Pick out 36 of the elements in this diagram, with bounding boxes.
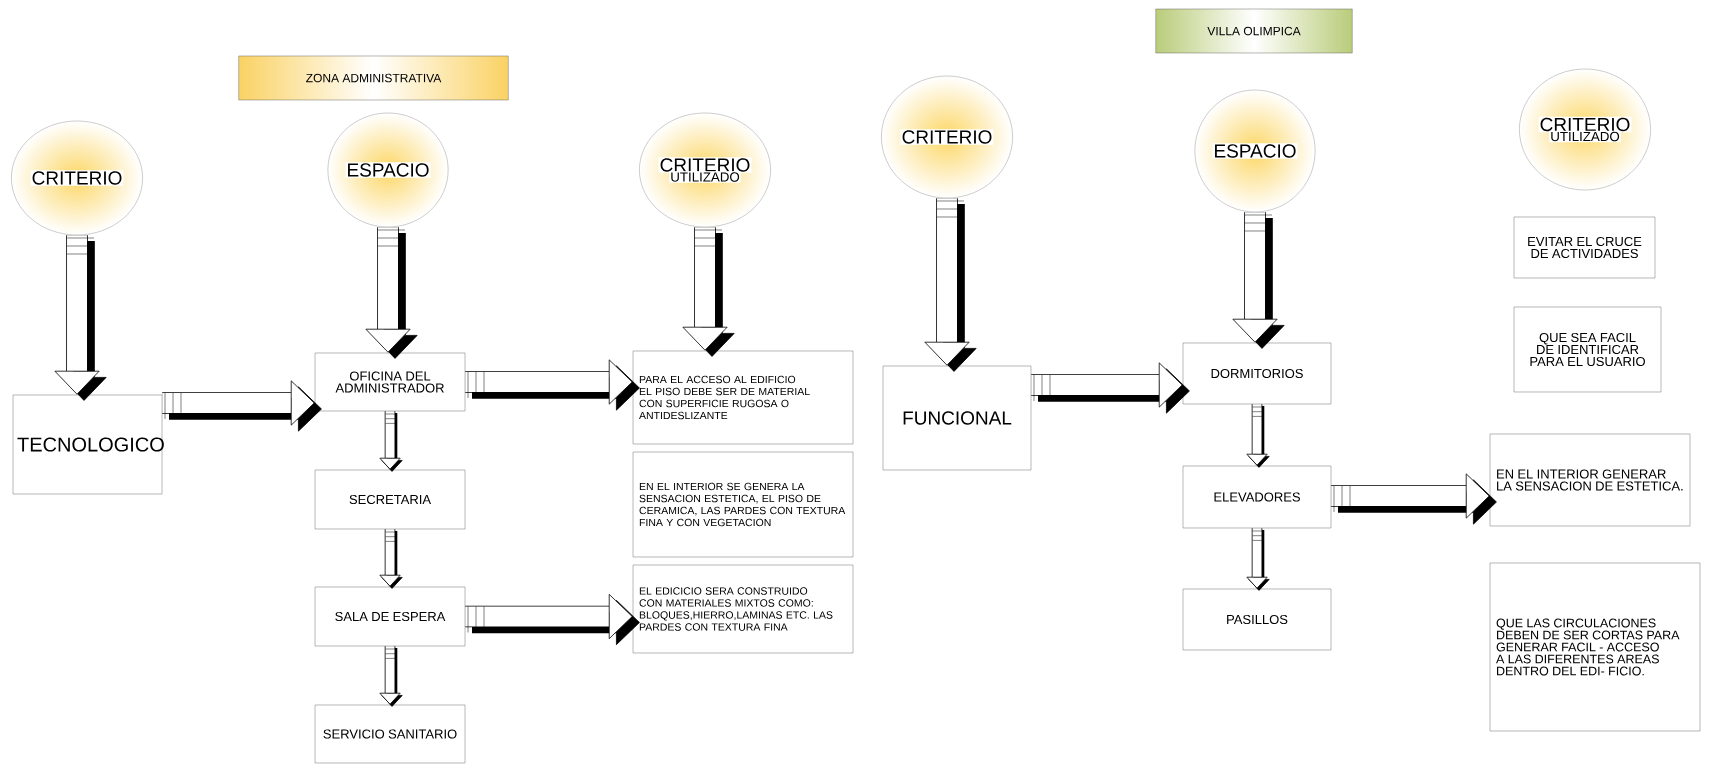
- arrow: [162, 380, 322, 432]
- process-box: QUE SEA FACIL DE IDENTIFICAR PARA EL USUARIO: [1513, 306, 1662, 393]
- circle-node: CRITERIO: [881, 75, 1013, 199]
- process-box: EVITAR EL CRUCE DE ACTIVIDADES: [1513, 216, 1656, 279]
- arrow: [54, 235, 107, 401]
- process-box: ELEVADORES: [1182, 465, 1332, 529]
- process-box: SECRETARIA: [314, 469, 466, 530]
- arrow: [1331, 473, 1497, 525]
- text-box: QUE LAS CIRCULACIONES DEBEN DE SER CORTAS PARA GENERAR FACIL - ACCESO A LAS DIFERENTES AREAS DENTRO DEL EDI- FICIO.: [1489, 562, 1701, 732]
- circle-node: CRITERIO UTILIZADO: [639, 112, 771, 228]
- circle-node: CRITERIO UTILIZADO: [1519, 68, 1651, 191]
- arrow: [682, 227, 735, 357]
- circle-node: CRITERIO: [11, 120, 143, 236]
- process-box: PASILLOS: [1182, 588, 1332, 651]
- text-box: EN EL INTERIOR GENERAR LA SENSACION DE ESTETICA.: [1489, 433, 1691, 527]
- circle-node: ESPACIO: [1194, 89, 1316, 213]
- heading-band: ZONA ADMINISTRATIVA: [238, 55, 509, 101]
- arrow: [1246, 404, 1270, 468]
- process-box: SERVICIO SANITARIO: [314, 704, 466, 764]
- circle-node: ESPACIO: [327, 112, 449, 228]
- arrow: [1246, 528, 1270, 591]
- arrow: [465, 359, 640, 411]
- arrow: [379, 411, 403, 472]
- arrow: [365, 227, 418, 359]
- arrow: [1232, 212, 1285, 349]
- process-box: FUNCIONAL: [882, 365, 1032, 471]
- text-box: EN EL INTERIOR SE GENERA LA SENSACION ESTETICA, EL PISO DE CERAMICA, LAS PARDES CON TEXTURA FINA Y CON VEGETACION: [632, 451, 854, 558]
- arrow: [924, 198, 977, 372]
- arrow: [379, 646, 403, 707]
- process-box: TECNOLOGICO: [12, 394, 164, 495]
- arrow: [379, 529, 403, 589]
- arrow: [465, 593, 640, 646]
- text-box: PARA EL ACCESO AL EDIFICIO EL PISO DEBE SER DE MATERIAL CON SUPERFICIE RUGOSA O ANTIDESLIZANTE: [632, 350, 854, 445]
- arrow: [1031, 362, 1190, 414]
- process-box: SALA DE ESPERA: [314, 586, 466, 647]
- heading-band: VILLA OLIMPICA: [1155, 8, 1353, 54]
